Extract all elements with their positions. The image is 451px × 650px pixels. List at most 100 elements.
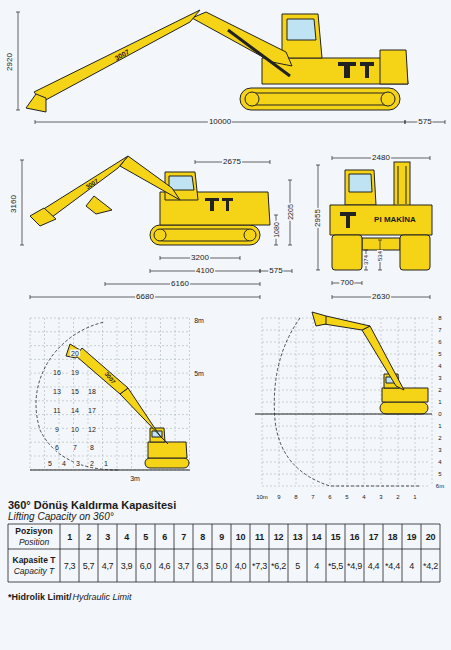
table-cell: *4,9 <box>347 561 362 570</box>
table-rule <box>8 549 440 550</box>
axis-tick: 7 <box>437 327 442 333</box>
grid-line <box>313 318 314 486</box>
table-cell: 8 <box>200 532 205 541</box>
dimension: 2630 <box>371 293 391 301</box>
table-rule <box>136 524 137 582</box>
dimension: 2675 <box>222 158 242 166</box>
grid-line <box>262 342 430 343</box>
dimension: 1080 <box>273 221 280 239</box>
position-number: 14 <box>70 407 80 414</box>
axis-tick: 8 <box>293 494 298 500</box>
table-cell: 7,3 <box>64 561 76 570</box>
table-cell: 7 <box>181 532 186 541</box>
grid-line <box>262 450 430 451</box>
table-header: Capacity T <box>14 567 55 576</box>
table-cell: 5,0 <box>216 561 228 570</box>
position-number: 13 <box>52 388 62 395</box>
grid-line <box>262 426 430 427</box>
axis-tick: 6 <box>437 339 442 345</box>
axis-tick: 10m <box>255 494 269 500</box>
grid-line <box>262 462 430 463</box>
table-rule <box>60 524 61 582</box>
position-number: 5 <box>47 460 53 467</box>
long-reach-excavator <box>26 10 408 112</box>
table-rule <box>98 524 99 582</box>
table-rule <box>8 582 440 583</box>
table-rule <box>288 524 289 582</box>
table-cell: 14 <box>312 532 321 541</box>
standard-excavator <box>30 156 270 245</box>
table-cell: 5 <box>143 532 148 541</box>
axis-tick: 4 <box>437 459 442 465</box>
table-header: Kapasite T <box>13 556 56 565</box>
axis-tick: 4 <box>361 494 366 500</box>
table-cell: 2 <box>86 532 91 541</box>
grid-line <box>296 318 297 486</box>
grid-line <box>30 400 190 401</box>
table-rule <box>8 524 440 525</box>
table-cell: *6,2 <box>271 561 286 570</box>
table-cell: 4,4 <box>368 561 380 570</box>
grid-line <box>330 318 331 486</box>
grid-line <box>262 378 430 379</box>
axis-tick: 2 <box>437 435 442 441</box>
dimension: 374 <box>363 254 369 266</box>
grid-line <box>262 330 430 331</box>
table-cell: 16 <box>350 532 359 541</box>
position-number: 4 <box>61 460 67 467</box>
grid-line <box>262 474 430 475</box>
position-number: 8 <box>89 444 95 451</box>
table-cell: 10 <box>236 532 245 541</box>
table-rule <box>8 524 9 582</box>
dimension: 2920 <box>6 52 14 72</box>
table-rule <box>364 524 365 582</box>
table-rule <box>231 524 232 582</box>
dimension: 10000 <box>208 118 232 126</box>
grid-line <box>30 345 190 346</box>
grid-line <box>30 414 190 415</box>
grid-line <box>30 318 190 319</box>
position-number: 7 <box>72 444 78 451</box>
dimension: 575 <box>268 267 283 275</box>
position-number: 9 <box>54 426 60 433</box>
table-header: Position <box>19 538 49 547</box>
position-number: 20 <box>70 350 80 357</box>
table-cell: 6 <box>162 532 167 541</box>
chart-excavator-left <box>66 344 189 468</box>
axis-tick: 9 <box>276 494 281 500</box>
table-cell: *4,2 <box>423 561 438 570</box>
grid-line <box>347 318 348 486</box>
position-number: 15 <box>70 388 80 395</box>
table-cell: 15 <box>331 532 340 541</box>
table-cell: 4,0 <box>235 561 247 570</box>
chart-excavator-right <box>312 312 428 414</box>
axis-tick: 3 <box>437 375 442 381</box>
table-cell: *5,5 <box>328 561 343 570</box>
position-number: 6 <box>54 444 60 451</box>
subtitle: Lifting Capacity on 360° <box>8 512 114 522</box>
reach-envelopes <box>30 318 432 486</box>
table-rule <box>421 524 422 582</box>
position-number: 19 <box>70 369 80 376</box>
axis-tick: 0 <box>437 411 442 417</box>
table-rule <box>193 524 194 582</box>
table-rule <box>307 524 308 582</box>
axis-tick: 3 <box>437 447 442 453</box>
position-number: 10 <box>70 426 80 433</box>
table-rule <box>440 524 441 582</box>
axis-tick: 8 <box>437 315 442 321</box>
model-mark: 3007 <box>104 371 117 385</box>
table-rule <box>174 524 175 582</box>
table-cell: 3 <box>105 532 110 541</box>
axis-tick: 1 <box>437 423 442 429</box>
axis-tick: 1 <box>412 494 417 500</box>
dimension: 534 <box>377 250 383 262</box>
position-number: 17 <box>87 407 97 414</box>
axis-label: 8m <box>193 317 205 324</box>
table-cell: 18 <box>388 532 397 541</box>
grid-line <box>262 438 430 439</box>
table-cell: 19 <box>407 532 416 541</box>
table-rule <box>269 524 270 582</box>
table-header: Pozisyon <box>15 527 52 536</box>
table-cell: 3,9 <box>121 561 133 570</box>
